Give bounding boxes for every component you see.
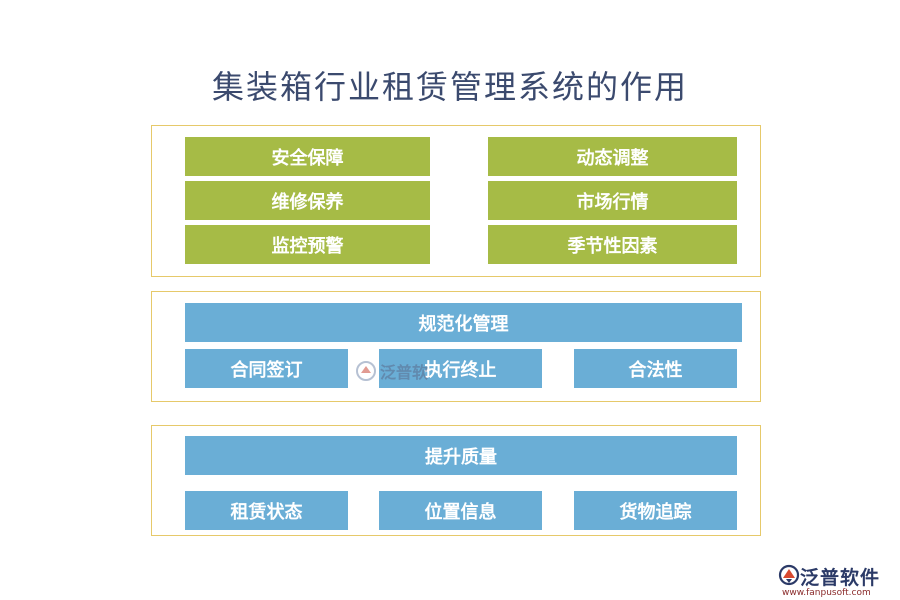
box-seasonal: 季节性因素 — [488, 225, 737, 264]
box-rental-status: 租赁状态 — [185, 491, 348, 530]
box-market: 市场行情 — [488, 181, 737, 220]
box-dynamic-adjustment: 动态调整 — [488, 137, 737, 176]
box-maintenance: 维修保养 — [185, 181, 430, 220]
logo-url: www.fanpusoft.com — [782, 588, 871, 598]
box-legality: 合法性 — [574, 349, 737, 388]
logo-name: 泛普软件 — [800, 567, 881, 589]
fanpu-logo-icon — [778, 564, 800, 586]
diagram-title: 集装箱行业租赁管理系统的作用 — [211, 68, 688, 106]
box-improve-quality: 提升质量 — [185, 436, 737, 475]
box-monitoring: 监控预警 — [185, 225, 430, 264]
box-cargo-tracking: 货物追踪 — [574, 491, 737, 530]
box-security: 安全保障 — [185, 137, 430, 176]
box-execution: 执行终止 — [379, 349, 542, 388]
box-location: 位置信息 — [379, 491, 542, 530]
fanpu-logo: 泛普软件 www.fanpusoft.com — [778, 563, 898, 599]
box-contract: 合同签订 — [185, 349, 348, 388]
box-standardized-management: 规范化管理 — [185, 303, 742, 342]
